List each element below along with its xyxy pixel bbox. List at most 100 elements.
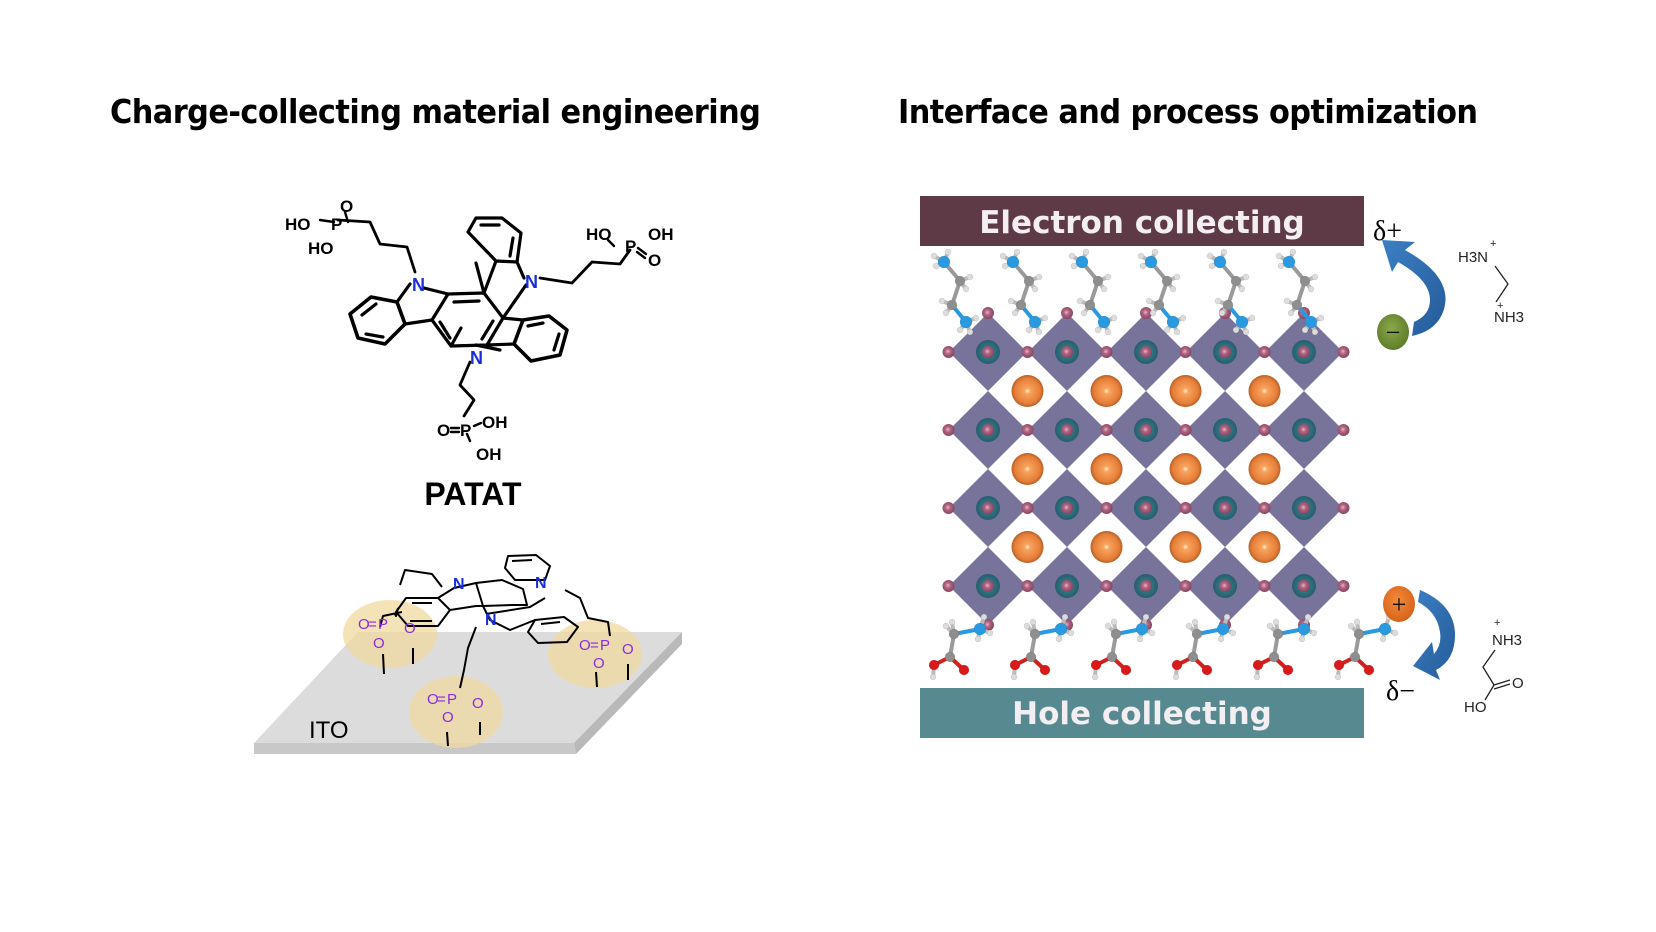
glycine-molecule [1090, 613, 1156, 681]
b-site-cation [1219, 424, 1231, 436]
atom [1110, 314, 1118, 322]
atom [958, 664, 970, 676]
atom [1136, 635, 1144, 643]
hole-icon [1383, 586, 1415, 622]
electron-collecting-layer [920, 196, 1364, 246]
atom [1363, 664, 1375, 676]
anchored-patat [379, 554, 629, 747]
b-site-cation [1298, 580, 1310, 592]
halide-ion [1100, 580, 1113, 592]
anchor-o: O [358, 616, 370, 633]
atom [1282, 664, 1294, 676]
atom [1054, 622, 1068, 636]
molecule-name: PATAT [424, 476, 522, 512]
anchor-o: O [404, 620, 416, 637]
atom [1100, 285, 1108, 293]
atom [1217, 635, 1225, 643]
atom [1135, 622, 1149, 636]
atom [1353, 618, 1361, 626]
atom [1029, 618, 1037, 626]
p-label-oxygen: O [340, 197, 353, 216]
a-site-cation [1169, 375, 1202, 407]
halide-ion [1337, 502, 1350, 514]
atom [1283, 297, 1291, 305]
atom [954, 275, 966, 287]
right-panel-title: Interface and process optimization [898, 92, 1478, 131]
halide-ion [1179, 346, 1192, 358]
atom [1268, 651, 1280, 663]
b-site-cation [1219, 346, 1231, 358]
halide-ion [1100, 502, 1113, 514]
atom [1213, 255, 1227, 269]
atom [974, 635, 982, 643]
b-site-cation [1298, 424, 1310, 436]
hole-collecting-layer [920, 688, 1364, 738]
ethylenediammonium-layer [930, 248, 1325, 336]
atom [1378, 622, 1392, 636]
atom [1090, 659, 1102, 671]
halide-ion [1100, 424, 1113, 436]
atom [1023, 622, 1031, 630]
atom [1379, 635, 1387, 643]
b-site-cation [1061, 424, 1073, 436]
atom [1304, 613, 1312, 621]
atom [1039, 664, 1051, 676]
atom [1317, 314, 1325, 322]
p-label-phosphorus: P [460, 421, 471, 440]
atom [932, 262, 940, 270]
atom [1282, 255, 1296, 269]
halide-ion [1258, 424, 1271, 436]
atom [1104, 622, 1112, 630]
anchor-p: P [600, 637, 610, 654]
b-site-cation [1140, 580, 1152, 592]
atom [1145, 297, 1153, 305]
formula-charge: + [1494, 617, 1500, 629]
atom [1229, 629, 1237, 637]
p-label-hydroxyl: HO [285, 215, 311, 234]
atom [980, 613, 988, 621]
atom [1222, 299, 1234, 311]
a-site-cation [1011, 375, 1044, 407]
hole-symbol: + [1392, 590, 1407, 619]
patat-structure [318, 210, 648, 443]
p-label-oxygen: O [648, 251, 661, 270]
perovskite-lattice [942, 307, 1350, 631]
ethylenediammonium-molecule [999, 248, 1049, 336]
atom [930, 252, 938, 260]
atom [1252, 659, 1264, 671]
atom [1266, 622, 1274, 630]
atom [1248, 314, 1256, 322]
halide-ion [1258, 502, 1271, 514]
atom [1092, 275, 1104, 287]
atom [1299, 275, 1311, 287]
b-site-cation [982, 424, 994, 436]
atom [986, 629, 994, 637]
atom [1001, 262, 1009, 270]
curved-arrow-up-icon [1382, 240, 1446, 336]
anchor-o: O [373, 635, 385, 652]
b-site-cation [1061, 580, 1073, 592]
p-label-phosphorus: P [331, 215, 342, 234]
atom [1287, 309, 1295, 317]
atom [1028, 315, 1042, 329]
atom [1191, 628, 1203, 640]
atom [1272, 628, 1284, 640]
atom [966, 328, 974, 336]
svg-text:=: = [590, 637, 599, 654]
ethylenediammonium-formula: H3N + NH3 + [1458, 238, 1524, 326]
halide-ion [942, 424, 955, 436]
halide-ion [1337, 424, 1350, 436]
atom [1082, 248, 1090, 256]
b-site-cation [982, 346, 994, 358]
atom [1139, 262, 1147, 270]
nitrogen-label: N [485, 612, 497, 629]
electron-icon [1377, 314, 1409, 350]
atom [1094, 326, 1102, 334]
formula-charge: + [1490, 238, 1496, 250]
electron-symbol: − [1386, 318, 1401, 347]
atom [1347, 622, 1355, 630]
atom [1220, 248, 1228, 256]
atom [1080, 309, 1088, 317]
formula-n1: H3N [1458, 249, 1488, 266]
atom [1218, 309, 1226, 317]
